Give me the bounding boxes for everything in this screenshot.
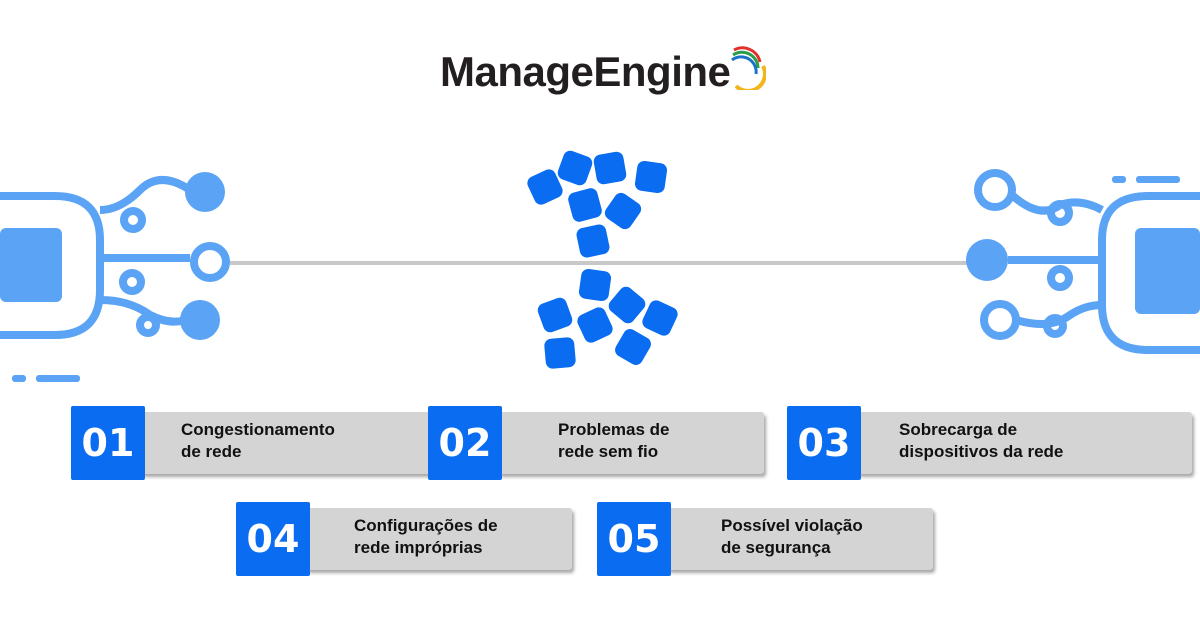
item-label-line2: de segurança [721, 538, 831, 557]
item-label: Problemas de rede sem fio [558, 419, 670, 463]
item-body [857, 412, 1192, 474]
item-number: 01 [71, 406, 145, 480]
item-label: Configurações de rede impróprias [354, 515, 498, 559]
brand-name: ManageEngine [440, 48, 731, 95]
item-label: Possível violação de segurança [721, 515, 863, 559]
item-number: 02 [428, 406, 502, 480]
item-label-line1: Problemas de [558, 420, 670, 439]
item-label-line2: de rede [181, 442, 242, 461]
network-illustration [0, 150, 1200, 382]
left-connector-icon [0, 172, 230, 382]
item-label-line1: Sobrecarga de [899, 420, 1018, 439]
puzzle-tiles-top [527, 150, 668, 258]
item-label: Sobrecarga de dispositivos da rede [899, 419, 1063, 463]
manageengine-logo: ManageEngine [440, 40, 770, 100]
item-number: 05 [597, 502, 671, 576]
item-label-line1: Congestionamento [181, 420, 335, 439]
item-label: Congestionamento de rede [181, 419, 335, 463]
puzzle-tiles-bottom [537, 268, 678, 369]
item-label-line2: rede sem fio [558, 442, 659, 461]
item-body [498, 412, 764, 474]
item-label-line1: Configurações de [354, 516, 498, 535]
item-body [667, 508, 933, 570]
item-body [306, 508, 572, 570]
item-number: 03 [787, 406, 861, 480]
logo-arcs-icon [731, 46, 766, 90]
item-body [141, 412, 479, 474]
item-label-line1: Possível violação [721, 516, 863, 535]
item-label-line2: rede impróprias [354, 538, 483, 557]
item-label-line2: dispositivos da rede [899, 442, 1064, 461]
right-connector-icon [966, 169, 1200, 354]
item-number: 04 [236, 502, 310, 576]
